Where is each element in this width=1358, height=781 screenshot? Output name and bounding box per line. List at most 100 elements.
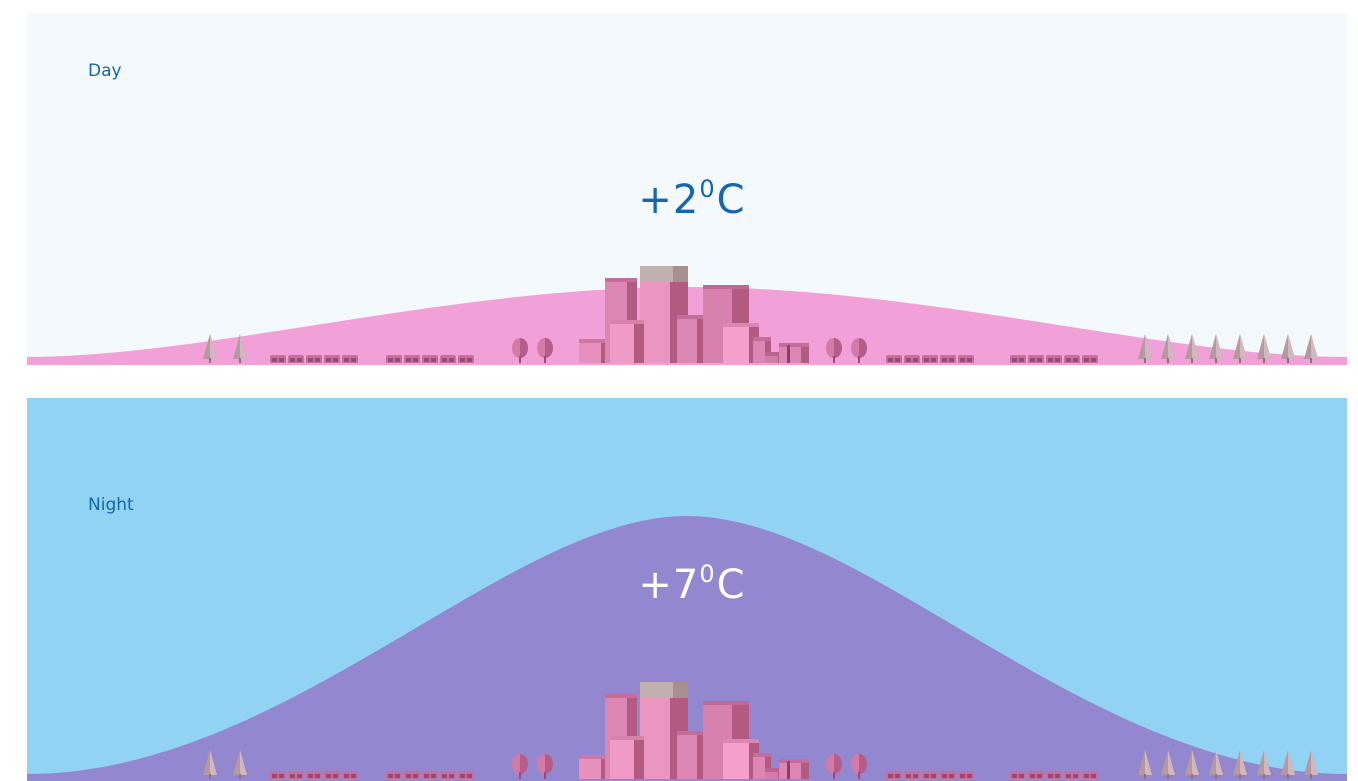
city-building <box>610 320 644 365</box>
house-window <box>333 774 338 778</box>
house-window <box>344 358 349 362</box>
house-icon <box>440 771 456 781</box>
house-body <box>1028 355 1044 365</box>
house-window <box>431 358 436 362</box>
broadleaf-tree-icon <box>851 754 867 781</box>
conifer-crown-light <box>1264 750 1271 775</box>
house-window <box>388 774 393 778</box>
conifer-crown-light <box>240 334 247 359</box>
house-window <box>1073 774 1078 778</box>
house-body <box>1046 771 1062 781</box>
house-window <box>1066 774 1071 778</box>
conifer-crown-light <box>1240 334 1247 359</box>
house-window <box>424 774 429 778</box>
building-roof <box>753 337 771 341</box>
night-temp-degree: 0 <box>699 560 716 588</box>
house-window <box>431 774 436 778</box>
house-window <box>1066 358 1071 362</box>
conifer-trunk <box>1167 774 1169 781</box>
house-body <box>422 355 438 365</box>
broadleaf-tree-icon <box>826 338 842 365</box>
house-window <box>326 358 331 362</box>
conifer-tree-icon <box>1185 750 1199 781</box>
broadleaf-tree-icon <box>537 754 553 781</box>
house-body <box>922 355 938 365</box>
house-window <box>895 358 900 362</box>
house-window <box>308 774 313 778</box>
conifer-tree-icon <box>1257 750 1271 781</box>
conifer-tree-icon <box>1185 334 1199 365</box>
house-window <box>413 358 418 362</box>
house-window <box>924 774 929 778</box>
house-icon <box>1010 771 1026 781</box>
house-body <box>386 355 402 365</box>
conifer-trunk <box>1144 774 1146 781</box>
tree-crown-shade <box>834 338 842 358</box>
house-body <box>922 771 938 781</box>
house-body <box>404 355 420 365</box>
city-building <box>579 339 609 365</box>
house-body <box>1064 771 1080 781</box>
house-icon <box>1046 355 1062 365</box>
house-icon <box>886 355 902 365</box>
night-temp-unit: C <box>716 562 746 608</box>
broadleaf-tree-icon <box>512 338 528 365</box>
conifer-trunk <box>209 774 211 781</box>
city-building <box>779 343 809 365</box>
building-roof-cap <box>640 682 688 698</box>
house-window <box>413 774 418 778</box>
conifer-tree-icon <box>203 750 217 781</box>
house-body <box>306 355 322 365</box>
day-temp-degree: 0 <box>699 175 716 203</box>
house-body <box>306 771 322 781</box>
house-window <box>395 774 400 778</box>
house-body <box>458 771 474 781</box>
building-roof <box>610 736 644 740</box>
building-side <box>634 736 644 781</box>
night-temperature: +70C <box>27 551 1347 608</box>
house-body <box>1010 355 1026 365</box>
house-window <box>1048 358 1053 362</box>
house-icon <box>422 355 438 365</box>
house-body <box>342 771 358 781</box>
conifer-trunk <box>1215 774 1217 781</box>
house-window <box>906 774 911 778</box>
house-icon <box>422 771 438 781</box>
building-roof <box>677 731 707 735</box>
house-icon <box>458 355 474 365</box>
house-window <box>931 358 936 362</box>
house-window <box>967 358 972 362</box>
house-window <box>308 358 313 362</box>
house-window <box>967 774 972 778</box>
tree-trunk <box>833 356 835 365</box>
house-window <box>315 358 320 362</box>
building-side <box>801 343 809 365</box>
house-icon <box>270 355 286 365</box>
conifer-tree-icon <box>1138 750 1152 781</box>
house-icon <box>904 355 920 365</box>
conifer-trunk <box>1310 358 1312 365</box>
house-icon <box>940 355 956 365</box>
house-window <box>449 774 454 778</box>
conifer-crown-light <box>1192 750 1199 775</box>
conifer-crown-light <box>240 750 247 775</box>
conifer-tree-icon <box>1138 334 1152 365</box>
heat-dome <box>27 516 1347 781</box>
chimney <box>787 761 790 781</box>
tree-trunk <box>858 772 860 781</box>
tree-trunk <box>833 772 835 781</box>
house-window <box>895 774 900 778</box>
house-body <box>904 771 920 781</box>
house-body <box>288 771 304 781</box>
house-window <box>1012 774 1017 778</box>
conifer-trunk <box>239 358 241 365</box>
conifer-tree-icon <box>1233 750 1247 781</box>
house-icon <box>306 355 322 365</box>
house-window <box>290 774 295 778</box>
house-body <box>422 771 438 781</box>
night-temp-value: +7 <box>638 562 700 608</box>
conifer-crown-light <box>1145 750 1152 775</box>
house-body <box>270 771 286 781</box>
house-icon <box>342 355 358 365</box>
conifer-tree-icon <box>1281 334 1295 365</box>
